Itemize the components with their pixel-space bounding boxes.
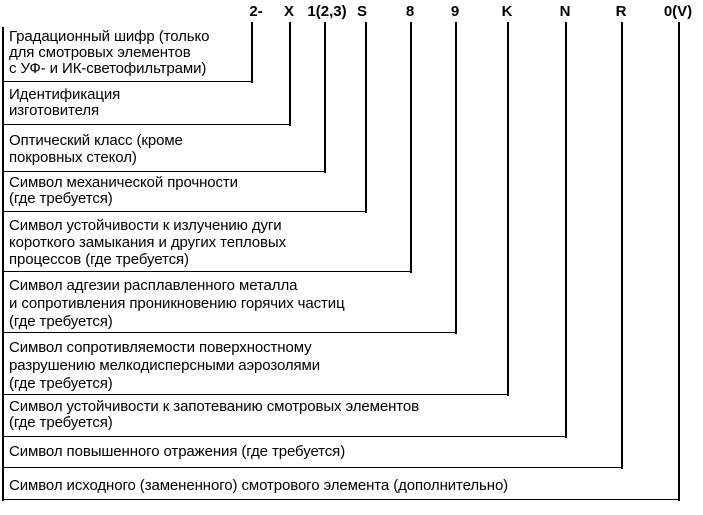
- connector-line-arc-resistance: [410, 22, 412, 273]
- label-text-line: (где требуется): [9, 313, 113, 330]
- label-text-line: (где требуется): [9, 190, 113, 207]
- label-text-line: Оптический класс (кроме: [9, 132, 183, 149]
- code-symbol-arc-resistance: 8: [405, 3, 415, 20]
- label-box-replaced-element: Символ исходного (замененного) смотровог…: [2, 468, 679, 500]
- code-symbol-surface-damage: K: [501, 3, 513, 20]
- label-text-line: Символ механической прочности: [9, 174, 238, 191]
- label-box-molten-metal: Символ адгезии расплавленного металла и …: [2, 272, 456, 333]
- label-box-optical-class: Оптический класс (кроме покровных стекол…: [2, 125, 325, 172]
- label-text-line: с УФ- и ИК-светофильтрами): [9, 60, 207, 77]
- label-box-reflection: Символ повышенного отражения (где требуе…: [2, 437, 622, 468]
- label-text-line: Градационный шифр (только: [9, 28, 210, 45]
- label-text-line: покровных стекол): [9, 149, 137, 166]
- code-symbol-replaced-element: 0(V): [663, 3, 693, 20]
- connector-line-optical-class: [324, 22, 326, 173]
- connector-line-manufacturer-id: [289, 22, 291, 126]
- label-text-line: разрушению мелкодисперсными аэрозолями: [9, 357, 321, 374]
- connector-line-molten-metal: [455, 22, 457, 334]
- code-symbol-mechanical-strength: S: [356, 3, 368, 20]
- label-text-line: Символ адгезии расплавленного металла: [9, 277, 298, 294]
- code-symbol-fogging: N: [559, 3, 571, 20]
- label-text-line: короткого замыкания и других тепловых: [9, 234, 286, 251]
- label-text-line: Идентификация: [9, 86, 121, 103]
- code-symbol-gradation-cipher: 2-: [249, 3, 263, 20]
- left-border-line: [2, 27, 4, 501]
- label-text-line: (где требуется): [9, 375, 113, 392]
- connector-line-surface-damage: [507, 22, 509, 396]
- connector-line-fogging: [565, 22, 567, 438]
- label-text-line: Символ устойчивости к запотеванию смотро…: [9, 398, 419, 415]
- label-box-manufacturer-id: Идентификация изготовителя: [2, 82, 290, 125]
- label-text-line: для смотровых элементов: [9, 44, 191, 61]
- label-text-line: (где требуется): [9, 414, 113, 431]
- code-symbol-manufacturer-id: X: [283, 3, 295, 20]
- label-box-gradation-cipher: Градационный шифр (только для смотровых …: [2, 27, 252, 82]
- connector-line-mechanical-strength: [365, 22, 367, 213]
- label-text-line: изготовителя: [9, 102, 100, 119]
- label-text-line: Символ устойчивости к излучению дуги: [9, 217, 282, 234]
- label-text-line: и сопротивления проникновению горячих ча…: [9, 295, 345, 312]
- label-text-line: Символ повышенного отражения (где требуе…: [9, 443, 346, 460]
- label-text-line: Символ сопротивляемости поверхностному: [9, 339, 312, 356]
- code-symbol-molten-metal: 9: [450, 3, 460, 20]
- connector-line-gradation-cipher: [251, 22, 253, 83]
- code-symbol-optical-class: 1(2,3): [307, 3, 347, 20]
- label-box-arc-resistance: Символ устойчивости к излучению дуги кор…: [2, 212, 411, 272]
- connector-line-replaced-element: [678, 22, 680, 501]
- label-text-line: процессов (где требуется): [9, 251, 189, 268]
- label-box-mechanical-strength: Символ механической прочности (где требу…: [2, 172, 366, 212]
- label-text-line: Символ исходного (замененного) смотровог…: [9, 477, 509, 494]
- label-box-surface-damage: Символ сопротивляемости поверхностному р…: [2, 333, 508, 395]
- connector-line-reflection: [621, 22, 623, 469]
- code-symbol-reflection: R: [615, 3, 627, 20]
- label-box-fogging: Символ устойчивости к запотеванию смотро…: [2, 395, 566, 437]
